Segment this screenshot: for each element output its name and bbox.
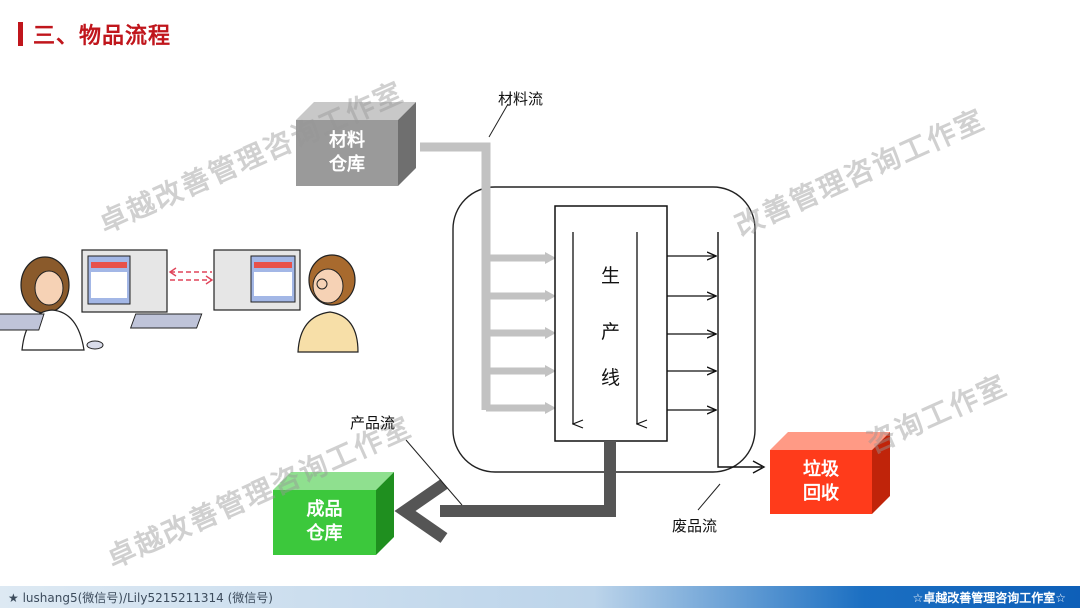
- waste-flow-label: 废品流: [672, 515, 717, 536]
- material-store-label: 材料 仓库: [296, 129, 398, 177]
- office-workers-illustration: [0, 250, 358, 352]
- product-flow-arrowhead: [405, 484, 444, 538]
- material-flow-label: 材料流: [498, 88, 543, 109]
- product-flow-label: 产品流: [350, 412, 395, 433]
- footer-contact-text: lushang5(微信号)/Lily5215211314 (微信号): [23, 591, 273, 605]
- finished-store-label: 成品 仓库: [273, 498, 376, 546]
- footer-studio-name: ☆卓越改善管理咨询工作室☆: [912, 589, 1066, 606]
- production-line-char-1: 生: [601, 261, 620, 288]
- production-line-char-2: 产: [601, 317, 620, 344]
- product-flow-path: [440, 441, 610, 511]
- footer-bar: ★ lushang5(微信号)/Lily5215211314 (微信号) ☆卓越…: [0, 586, 1080, 608]
- waste-recycle-label: 垃圾 回收: [770, 458, 872, 506]
- waste-flow-arrows: [667, 232, 764, 473]
- waste-flow-leader: [698, 484, 720, 510]
- production-line-char-3: 线: [601, 363, 620, 390]
- footer-contact: ★ lushang5(微信号)/Lily5215211314 (微信号): [8, 589, 273, 606]
